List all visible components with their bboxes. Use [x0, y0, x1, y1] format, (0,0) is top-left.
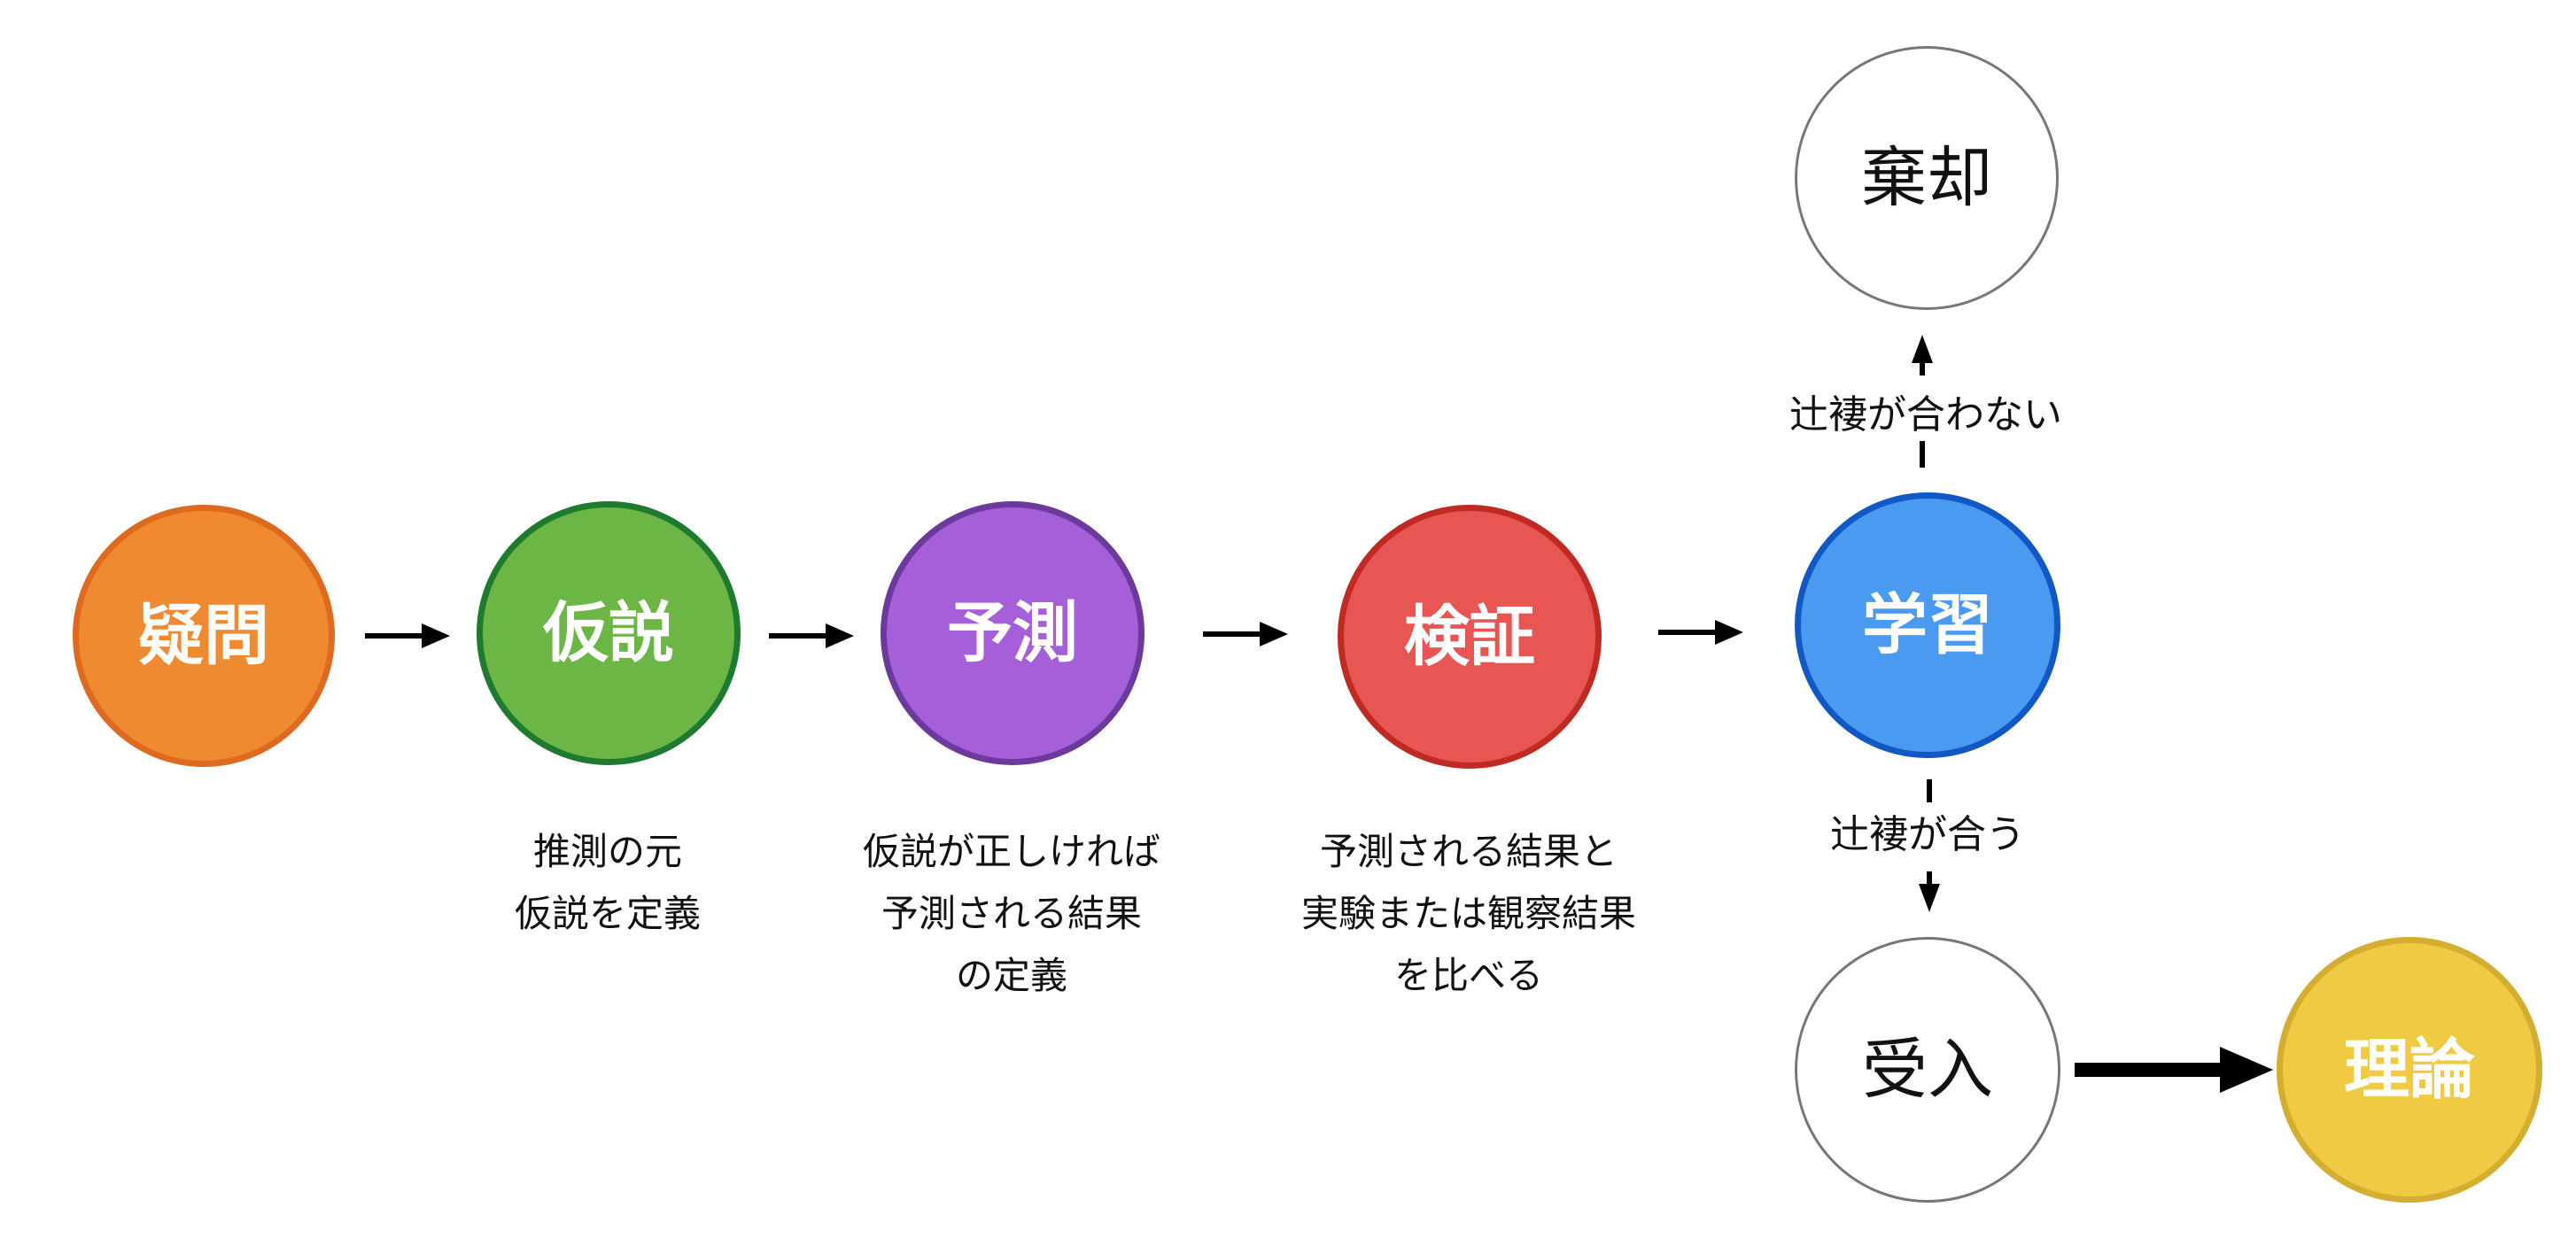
node-acceptance: 受入 — [1795, 937, 2060, 1203]
node-hypothesis: 仮説 — [477, 501, 741, 765]
edge-label-not-match: 辻褄が合わない — [1784, 383, 2068, 439]
node-theory: 理論 — [2277, 937, 2542, 1203]
arrow-hypothesis-to-prediction — [769, 623, 854, 648]
node-question-label: 疑問 — [138, 598, 269, 674]
desc-prediction: 仮説が正しければ 予測される結果 の定義 — [863, 821, 1160, 1007]
arrow-question-to-hypothesis — [365, 623, 450, 648]
node-question: 疑問 — [73, 505, 335, 767]
node-acceptance-label: 受入 — [1862, 1032, 1993, 1108]
desc-testing-line: 実験または観察結果 — [1300, 892, 1637, 935]
desc-prediction-line: の定義 — [955, 954, 1068, 997]
node-learning: 学習 — [1795, 492, 2060, 758]
desc-hypothesis-line: 仮説を定義 — [514, 892, 702, 935]
desc-prediction-line: 仮説が正しければ — [862, 830, 1161, 873]
node-testing: 検証 — [1338, 505, 1602, 769]
arrow-testing-to-learning — [1658, 620, 1743, 645]
desc-hypothesis: 推測の元 仮説を定義 — [515, 821, 701, 945]
desc-testing-line: 予測される結果と — [1319, 830, 1618, 873]
node-theory-label: 理論 — [2344, 1032, 2475, 1108]
node-rejection: 棄却 — [1795, 46, 2059, 310]
desc-testing-line: を比べる — [1393, 954, 1544, 997]
node-prediction: 予測 — [881, 501, 1144, 765]
node-hypothesis-label: 仮説 — [543, 595, 674, 671]
node-learning-label: 学習 — [1862, 587, 1993, 663]
desc-testing: 予測される結果と 実験または観察結果 を比べる — [1301, 821, 1636, 1007]
node-testing-label: 検証 — [1404, 599, 1535, 675]
node-rejection-label: 棄却 — [1861, 140, 1992, 216]
arrow-prediction-to-testing — [1203, 622, 1288, 646]
edge-label-match: 辻褄が合う — [1825, 802, 2030, 859]
desc-hypothesis-line: 推測の元 — [532, 830, 683, 873]
desc-prediction-line: 予測される結果 — [881, 892, 1143, 935]
arrow-acceptance-to-theory — [2075, 1047, 2273, 1093]
node-prediction-label: 予測 — [947, 595, 1078, 671]
